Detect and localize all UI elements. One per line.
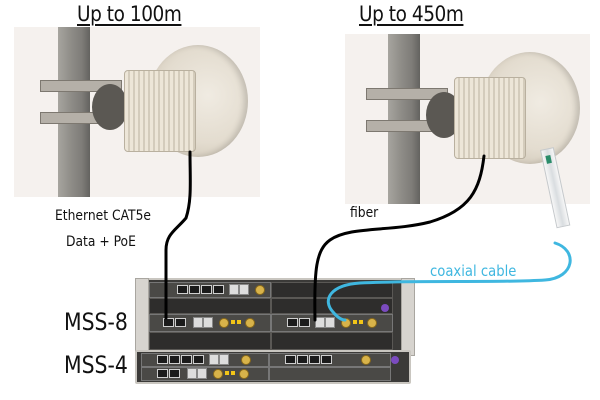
mss-8-slot-blank xyxy=(271,282,393,298)
ethernet-port xyxy=(201,285,212,294)
ethernet-port xyxy=(321,355,332,364)
bnc-connector-connected xyxy=(341,318,351,328)
sfp-port-connected xyxy=(315,317,325,328)
ethernet-port xyxy=(189,285,200,294)
ethernet-port xyxy=(175,318,186,327)
ethernet-port xyxy=(287,318,298,327)
left-site-heading: Up to 100m xyxy=(77,2,182,26)
ethernet-port xyxy=(193,355,204,364)
ethernet-port xyxy=(177,285,188,294)
mss-8-slot-blank xyxy=(271,332,393,350)
bnc-connector xyxy=(361,355,371,365)
sfp-port xyxy=(197,368,207,379)
ethernet-port-connected xyxy=(163,318,174,327)
ethernet-cable xyxy=(164,150,192,320)
mss-8-slot-blank xyxy=(271,298,393,314)
bnc-connector xyxy=(241,355,251,365)
coaxial-cable xyxy=(326,241,572,322)
data-poe-label: Data + PoE xyxy=(66,234,136,250)
ethernet-port xyxy=(299,318,310,327)
sfp-port xyxy=(203,317,213,328)
right-site-heading: Up to 450m xyxy=(359,2,464,26)
sfp-port xyxy=(325,317,335,328)
status-led xyxy=(237,320,241,324)
ethernet-port xyxy=(309,355,320,364)
bnc-connector xyxy=(213,369,223,379)
mss-8-slot-blank xyxy=(149,332,271,350)
ethernet-port xyxy=(297,355,308,364)
bnc-connector xyxy=(255,285,265,295)
fiber-cable xyxy=(313,154,486,322)
ethernet-port xyxy=(157,355,168,364)
left-clamp xyxy=(92,84,128,130)
status-led xyxy=(225,371,229,375)
coaxial-cable-label: coaxial cable xyxy=(430,262,517,280)
mss-8-chassis xyxy=(135,278,415,356)
vendor-logo-icon xyxy=(391,356,399,364)
sfp-port xyxy=(219,354,229,365)
ethernet-cable-label: Ethernet CAT5e xyxy=(55,208,152,224)
right-outdoor-unit xyxy=(454,77,526,159)
bnc-connector xyxy=(219,318,229,328)
left-outdoor-unit xyxy=(124,70,196,152)
status-led xyxy=(231,371,235,375)
mss-8-label: MSS-8 xyxy=(64,308,128,336)
status-led xyxy=(353,320,357,324)
mss-4-card-4 xyxy=(269,367,391,381)
right-mounting-pole xyxy=(388,34,420,204)
sfp-port xyxy=(239,284,249,295)
status-led xyxy=(359,320,363,324)
sfp-port xyxy=(229,284,239,295)
status-led xyxy=(231,320,235,324)
ethernet-port xyxy=(285,355,296,364)
ethernet-port xyxy=(157,369,168,378)
bnc-connector xyxy=(239,369,249,379)
ethernet-port xyxy=(169,369,180,378)
ethernet-port xyxy=(181,355,192,364)
mss-4-label: MSS-4 xyxy=(64,351,128,379)
ethernet-port xyxy=(213,285,224,294)
sfp-port xyxy=(187,368,197,379)
bnc-connector xyxy=(367,318,377,328)
vendor-logo-icon xyxy=(381,304,389,312)
sfp-port xyxy=(209,354,219,365)
sfp-port xyxy=(193,317,203,328)
mss-8-slot-blank xyxy=(149,298,271,314)
fiber-label: fiber xyxy=(350,205,379,221)
mss-4-chassis xyxy=(135,350,411,384)
bnc-connector xyxy=(245,318,255,328)
ethernet-port xyxy=(169,355,180,364)
